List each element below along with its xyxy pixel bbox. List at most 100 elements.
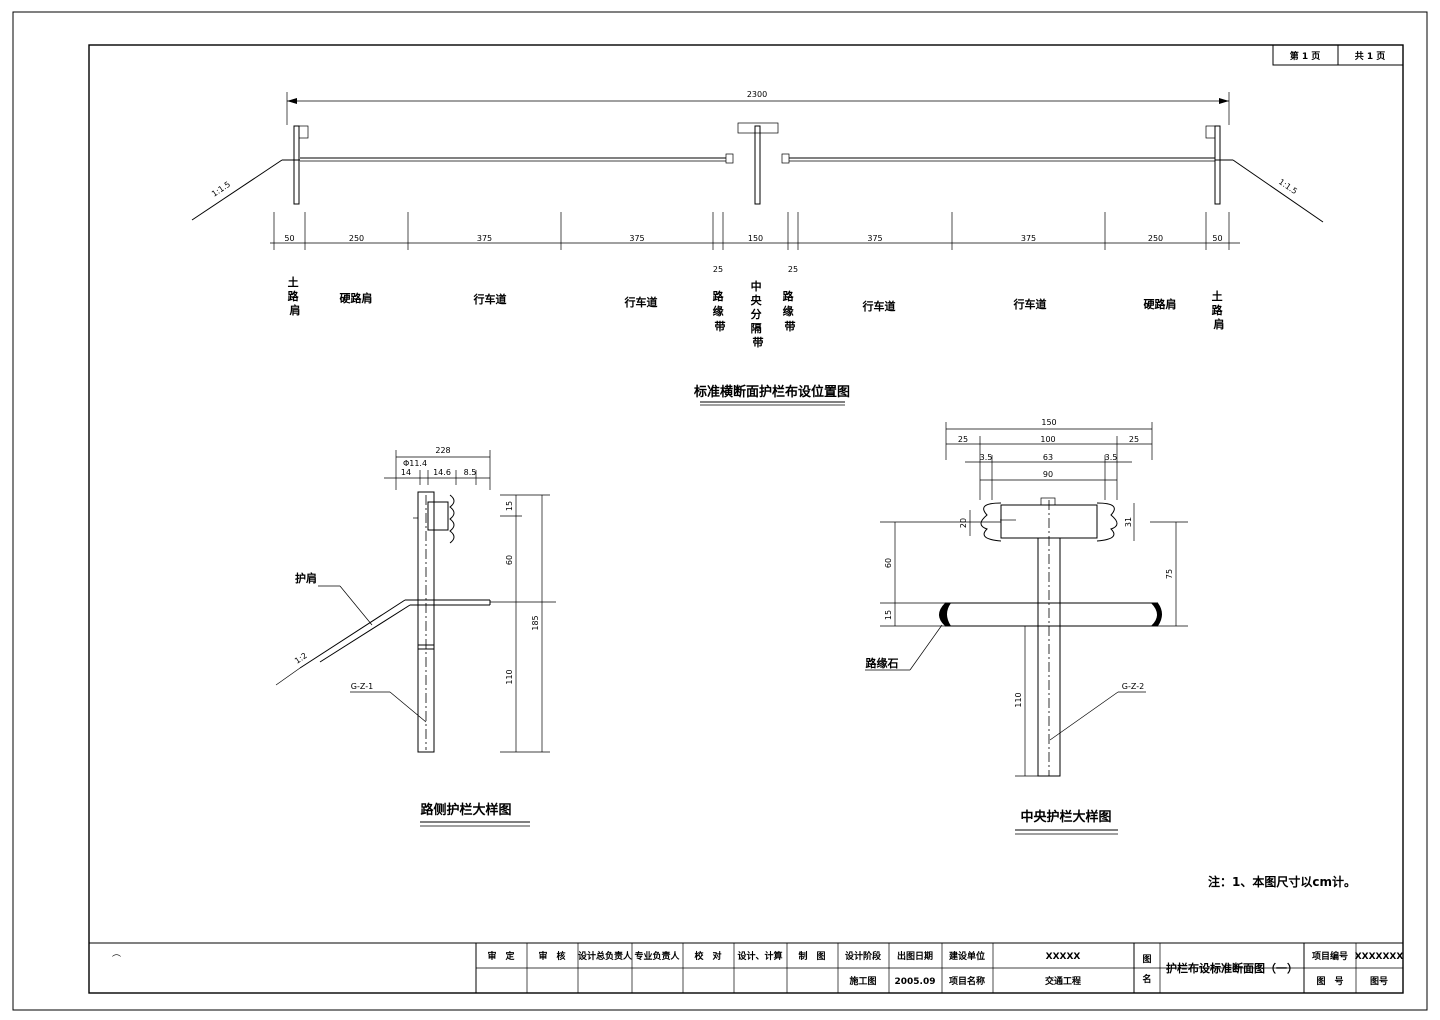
tb-design-lead: 设计总负责人 <box>578 950 633 962</box>
left-guardrail-post <box>293 125 300 205</box>
segment-width-label: 250 <box>1148 234 1163 243</box>
page-total: 共 1 页 <box>1355 50 1386 62</box>
median-dim-60: 60 <box>884 558 893 568</box>
side-dim-15: 15 <box>505 501 514 511</box>
tb-project-no-value: XXXXXXX <box>1355 952 1404 962</box>
tb-draw: 制 图 <box>798 950 825 962</box>
tb-design-stage-label: 设计阶段 <box>845 950 882 962</box>
tb-design-stage-value: 施工图 <box>849 975 876 987</box>
side-dim-diameter: Φ11.4 <box>403 459 427 468</box>
note-text: 注：1、本图尺寸以cm计。 <box>1208 874 1356 889</box>
segment-width-label: 50 <box>284 234 294 243</box>
tb-project-value: 交通工程 <box>1045 975 1081 987</box>
segment-width-label: 375 <box>1021 234 1036 243</box>
tb-issue-date-label: 出图日期 <box>897 950 933 962</box>
label-edge-strip-left: 路 缘 带 <box>713 289 728 333</box>
median-dim-63: 63 <box>1043 453 1053 462</box>
left-guardrail-beam <box>298 125 309 139</box>
side-shoulder-label: 护肩 <box>295 571 317 585</box>
median-curb-right <box>781 153 790 164</box>
tb-check: 校 对 <box>694 950 721 962</box>
median-dim-3-5-right: 3.5 <box>1105 453 1118 462</box>
tb-drawing-no-label: 图 号 <box>1316 976 1343 987</box>
segment-width-label: 250 <box>349 234 364 243</box>
side-dim-110: 110 <box>505 669 514 684</box>
slope-right-label: 1:1.5 <box>1277 177 1299 196</box>
label-lane-3: 行车道 <box>862 299 896 313</box>
tb-project-label: 项目名称 <box>949 975 985 987</box>
median-post-id: G-Z-2 <box>1122 682 1144 691</box>
median-detail-title: 中央护栏大样图 <box>1020 809 1111 825</box>
median-w-beam-left <box>980 502 1002 542</box>
median-curb-right-shape <box>1151 603 1162 626</box>
median-guardrail-post <box>754 125 761 205</box>
side-post-id: G-Z-1 <box>351 682 373 691</box>
right-guardrail-beam <box>1205 125 1216 139</box>
median-dim-31: 31 <box>1124 517 1133 527</box>
median-curb-left-shape <box>939 603 951 626</box>
side-dim-14: 14 <box>401 468 411 477</box>
label-edge-strip-right: 路 缘 带 <box>783 289 798 333</box>
label-lane-2: 行车道 <box>624 295 658 309</box>
total-width-dim: 2300 <box>747 90 767 99</box>
median-curb-label: 路缘石 <box>866 656 899 670</box>
side-dim-60: 60 <box>505 555 514 565</box>
label-hard-shoulder-left: 硬路肩 <box>340 291 373 305</box>
median-dim-150: 150 <box>1041 418 1056 427</box>
outer-border <box>12 11 1428 1011</box>
side-dim-8-5: 8.5 <box>464 468 477 477</box>
segment-width-label: 150 <box>748 234 763 243</box>
inner-border <box>88 44 1404 994</box>
title-block: ︵ 审 定 审 核 设计总负责人 专业负责人 校 对 设计、计算 制 图 设计阶… <box>89 942 1404 993</box>
tb-review: 审 核 <box>538 950 565 962</box>
median-dim-90: 90 <box>1043 470 1053 479</box>
median-dim-75: 75 <box>1165 569 1174 579</box>
page-current: 第 1 页 <box>1290 50 1321 62</box>
segment-width-label: 50 <box>1212 234 1222 243</box>
median-w-beam-right <box>1096 502 1118 542</box>
median-dim-110: 110 <box>1014 692 1023 707</box>
tb-unit-label: 建设单位 <box>949 950 985 962</box>
segment-width-label: 25 <box>788 265 798 274</box>
median-guardrail-beam <box>737 122 779 134</box>
segment-width-label: 375 <box>629 234 644 243</box>
tb-drawing-no-value: 图号 <box>1370 976 1388 987</box>
tb-project-no-label: 项目编号 <box>1312 950 1348 962</box>
median-dim-25-left: 25 <box>958 435 968 444</box>
median-dim-25-right: 25 <box>1129 435 1139 444</box>
tb-issue-date-value: 2005.09 <box>895 977 936 987</box>
right-guardrail-post <box>1214 125 1221 205</box>
cross-section-title: 标准横断面护栏布设位置图 <box>693 384 850 400</box>
median-curb-left <box>725 153 734 164</box>
label-earth-shoulder-right: 土 路 肩 <box>1212 289 1227 331</box>
side-dim-185: 185 <box>531 615 540 630</box>
side-dim-14-6: 14.6 <box>433 468 451 477</box>
tb-drawing-name-label-2: 名 <box>1142 973 1151 985</box>
tb-drawing-name-value: 护栏布设标准断面图（一） <box>1166 961 1298 975</box>
median-detail-drawing: 150 25 100 25 3.5 63 3.5 90 60 15 <box>865 418 1188 835</box>
page-counter: 第 1 页 共 1 页 <box>1272 44 1404 66</box>
label-hard-shoulder-right: 硬路肩 <box>1144 297 1177 311</box>
side-detail-title: 路侧护栏大样图 <box>420 802 511 818</box>
median-dim-3-5-left: 3.5 <box>980 453 993 462</box>
segment-width-label: 25 <box>713 265 723 274</box>
side-dim-total-width: 228 <box>435 446 450 455</box>
tb-approve: 审 定 <box>487 950 515 962</box>
side-post <box>417 491 435 753</box>
side-detail-drawing: 228 Φ11.4 14 14.6 8.5 1:2 护肩 G-Z- <box>275 446 556 827</box>
tb-drawing-name-label-1: 图 <box>1142 954 1151 965</box>
median-dim-20: 20 <box>959 518 968 528</box>
segment-width-label: 375 <box>477 234 492 243</box>
median-dim-15: 15 <box>884 610 893 620</box>
tb-discipline-lead: 专业负责人 <box>634 950 680 962</box>
segment-width-label: 375 <box>867 234 882 243</box>
tb-design-calc: 设计、计算 <box>737 950 782 962</box>
label-lane-4: 行车道 <box>1013 297 1047 311</box>
side-spacer-block <box>427 501 449 531</box>
label-lane-1: 行车道 <box>473 292 507 306</box>
side-w-beam <box>449 494 455 544</box>
tb-unit-value: XXXXX <box>1046 952 1081 962</box>
label-earth-shoulder-left: 土 路 肩 <box>288 275 303 317</box>
